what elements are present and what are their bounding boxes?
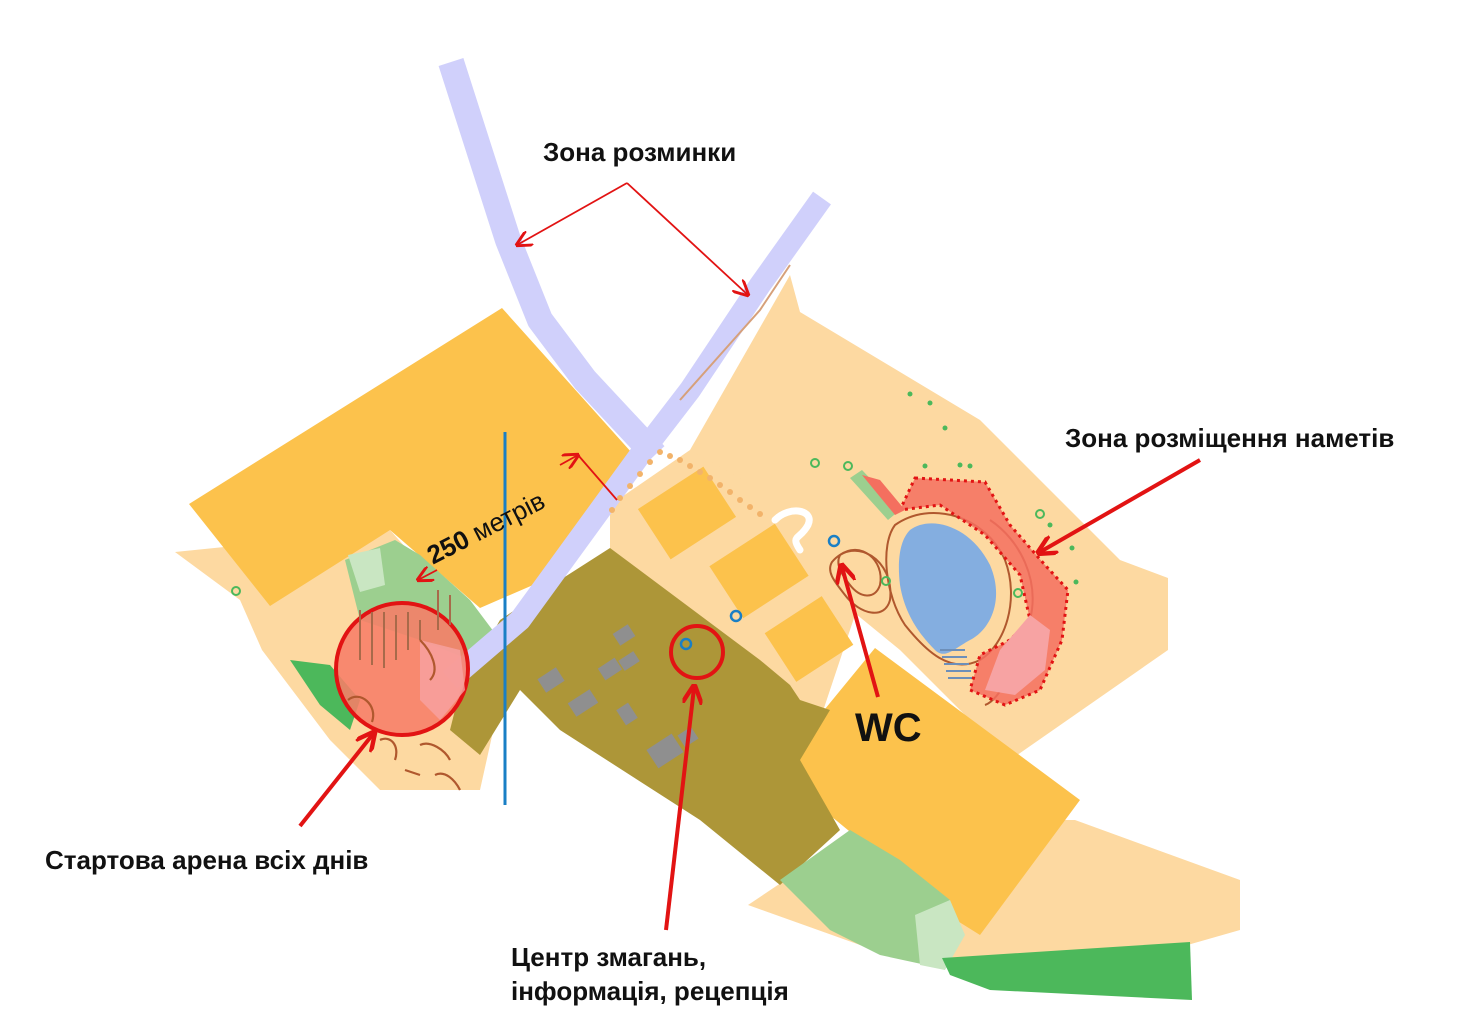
tent-zone-arrow	[1040, 458, 1201, 552]
forest-west-light	[345, 540, 500, 660]
start-arena-arrow	[298, 734, 373, 828]
warmup-band-east	[442, 191, 831, 689]
field-block-1	[637, 466, 737, 560]
distance-arrow-head-top	[559, 455, 578, 465]
tent-zone-triangle	[862, 475, 905, 515]
field-southeast	[775, 648, 1080, 935]
start-arena-contours	[347, 639, 461, 791]
field-block-2	[709, 523, 809, 619]
center-inner-point	[679, 637, 693, 651]
start-arena-pink	[420, 640, 465, 720]
marsh-lines	[940, 649, 973, 679]
wc-label: WC	[855, 706, 922, 750]
path-track	[679, 264, 791, 401]
warmup-arrow-left	[517, 182, 628, 245]
warmup-zone-label: Зона розминки	[543, 137, 737, 167]
competition-center-line1: Центр змагань,	[511, 942, 707, 972]
competition-center-line2: інформація, рецепція	[511, 976, 789, 1006]
distance-arrow	[577, 454, 618, 501]
tent-zone-pink	[985, 615, 1050, 695]
forest-west-dark	[290, 660, 360, 730]
tent-zone-label: Зона розміщення наметів	[1065, 423, 1395, 453]
forest-south-pale	[915, 900, 965, 970]
water-points	[729, 534, 841, 623]
forest-south-dark	[942, 942, 1192, 1000]
warmup-arrow-right	[626, 182, 748, 295]
center-arrow	[664, 688, 694, 931]
warmup-band-west	[438, 58, 665, 464]
forest-south-light	[780, 830, 960, 968]
green-dots	[907, 391, 1079, 585]
distance-arrow-head-bottom	[418, 570, 438, 580]
start-arena-label: Стартова арена всіх днів	[45, 845, 369, 875]
buildings	[537, 624, 699, 769]
lake	[898, 523, 997, 654]
white-road-curve	[771, 507, 813, 554]
competition-center-label: Центр змагань, інформація, рецепція	[511, 940, 789, 1008]
dotted-path	[609, 449, 763, 517]
meadow-east-green	[850, 470, 900, 520]
field-northwest	[189, 308, 640, 608]
competition-center-marker[interactable]	[669, 624, 725, 680]
green-points	[231, 458, 1045, 598]
settlement-area	[450, 548, 840, 885]
start-arena-hatching	[359, 590, 451, 668]
forest-west-pale	[348, 548, 385, 592]
field-block-3	[764, 596, 854, 682]
wc-arrow	[842, 567, 880, 698]
